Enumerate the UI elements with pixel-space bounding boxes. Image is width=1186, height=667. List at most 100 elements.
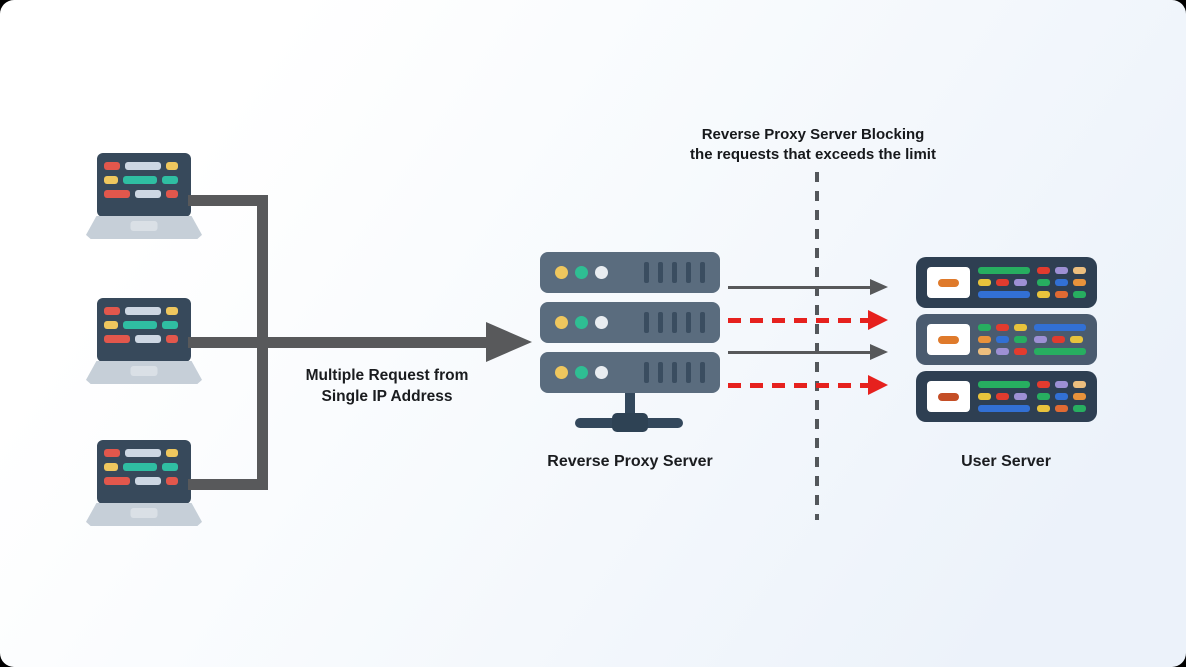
panel-left — [977, 324, 1027, 355]
reverse-proxy-server-icon — [540, 252, 720, 432]
laptop-touchpad — [130, 366, 158, 376]
status-led-dots — [555, 316, 608, 329]
panel-right — [1037, 267, 1086, 298]
blocking-annotation: Reverse Proxy Server Blocking the reques… — [640, 125, 986, 165]
blocking-annotation-line1: Reverse Proxy Server Blocking — [701, 126, 925, 143]
laptop-screen-icon — [97, 153, 191, 217]
drive-led — [938, 335, 959, 344]
arrow-head — [870, 344, 888, 360]
code-pill — [166, 190, 178, 198]
code-pill — [162, 321, 178, 329]
laptop-base — [86, 503, 202, 526]
user-server-label: User Server — [961, 453, 1051, 470]
code-pill — [125, 162, 161, 170]
arrow-head — [868, 310, 888, 330]
proxy-rack-unit — [540, 302, 720, 343]
server-stand-pole — [625, 393, 635, 426]
drive-led — [938, 392, 959, 401]
led-white — [595, 266, 608, 279]
code-pill — [162, 463, 178, 471]
laptop-screen-icon — [97, 440, 191, 504]
code-pill — [166, 335, 178, 343]
drive-bay — [927, 381, 970, 412]
code-pill — [166, 307, 178, 315]
user-rack-unit — [916, 314, 1097, 365]
code-pill — [104, 162, 120, 170]
code-pill — [166, 449, 178, 457]
code-pill — [104, 307, 120, 315]
proxy-rack-unit — [540, 252, 720, 293]
code-pill — [166, 477, 178, 485]
screen-code-row — [104, 463, 184, 471]
code-pill — [123, 321, 157, 329]
led-green — [575, 316, 588, 329]
connector-top — [188, 195, 268, 206]
code-pill — [125, 449, 161, 457]
code-pill — [104, 335, 130, 343]
drive-led — [938, 278, 959, 287]
code-pill — [104, 190, 130, 198]
code-pill — [135, 335, 161, 343]
screen-code-row — [104, 176, 184, 184]
client-laptop-2 — [86, 298, 202, 384]
flow-arrow-allowed-2 — [728, 342, 888, 362]
client-laptop-1 — [86, 153, 202, 239]
led-green — [575, 266, 588, 279]
screen-code-row — [104, 162, 184, 170]
arrow-head — [868, 375, 888, 395]
server-stand-node — [612, 413, 648, 432]
code-pill — [104, 321, 118, 329]
code-pill — [104, 463, 118, 471]
screen-code-row — [104, 335, 184, 343]
led-white — [595, 366, 608, 379]
vent-slots — [644, 312, 705, 333]
request-label-line2: Single IP Address — [321, 388, 453, 405]
client-laptop-3 — [86, 440, 202, 526]
screen-code-row — [104, 321, 184, 329]
screen-code-row — [104, 449, 184, 457]
proxy-rack-unit — [540, 352, 720, 393]
request-label-line1: Multiple Request from — [305, 367, 469, 384]
laptop-touchpad — [130, 508, 158, 518]
screen-code-row — [104, 190, 184, 198]
laptop-touchpad — [130, 221, 158, 231]
blocking-annotation-line2: the requests that exceeds the limit — [690, 146, 936, 163]
arrow-head — [870, 279, 888, 295]
panel-left — [977, 381, 1030, 412]
led-yellow — [555, 316, 568, 329]
panel-right — [1034, 324, 1086, 355]
drive-bay — [927, 267, 970, 298]
request-label: Multiple Request from Single IP Address — [268, 365, 506, 407]
user-rack-unit — [916, 371, 1097, 422]
flow-arrow-allowed-1 — [728, 277, 888, 297]
led-green — [575, 366, 588, 379]
screen-code-row — [104, 307, 184, 315]
code-pill — [125, 307, 161, 315]
laptop-base — [86, 216, 202, 239]
laptop-screen-icon — [97, 298, 191, 362]
code-pill — [135, 190, 161, 198]
code-pill — [123, 463, 157, 471]
led-white — [595, 316, 608, 329]
flow-arrow-blocked-1 — [728, 310, 888, 330]
panel-left — [977, 267, 1030, 298]
code-pill — [104, 449, 120, 457]
flow-arrow-blocked-2 — [728, 375, 888, 395]
code-pill — [104, 477, 130, 485]
vent-slots — [644, 362, 705, 383]
laptop-base — [86, 361, 202, 384]
status-led-dots — [555, 366, 608, 379]
screen-code-row — [104, 477, 184, 485]
panel-right — [1037, 381, 1086, 412]
blocking-boundary-dashed-line — [815, 172, 819, 520]
drive-bay — [927, 324, 970, 355]
code-pill — [123, 176, 157, 184]
led-yellow — [555, 366, 568, 379]
connector-bottom — [188, 479, 268, 490]
led-yellow — [555, 266, 568, 279]
request-arrow-shaft — [188, 337, 488, 348]
code-pill — [104, 176, 118, 184]
code-pill — [166, 162, 178, 170]
